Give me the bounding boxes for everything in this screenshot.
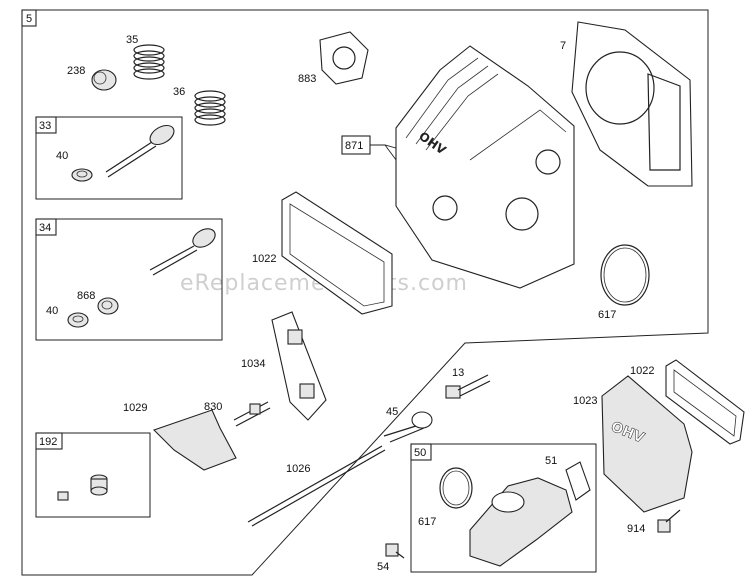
label-13: 13 (452, 367, 464, 379)
valve-spring-35[interactable] (133, 44, 165, 80)
valve-seal-40a[interactable] (71, 168, 93, 182)
svg-text:871: 871 (345, 140, 363, 152)
valve-seal-40b[interactable] (67, 312, 89, 328)
label-914: 914 (627, 523, 645, 535)
label-883: 883 (298, 73, 316, 85)
label-51: 51 (545, 455, 557, 467)
rocker-cover-gasket-1022b[interactable] (665, 359, 745, 445)
svg-text:192: 192 (39, 436, 57, 448)
label-1034: 1034 (241, 358, 265, 370)
label-40a: 40 (56, 150, 68, 162)
cylinder-head[interactable]: OHV (395, 45, 575, 289)
label-1022a: 1022 (252, 253, 276, 265)
breather-cover-1034[interactable] (271, 311, 327, 421)
breather-pin[interactable] (57, 491, 69, 501)
callout-box-34[interactable]: 34 (35, 218, 223, 341)
screw-54[interactable] (385, 543, 405, 559)
exhaust-valve[interactable] (105, 122, 177, 178)
intake-gasket-51[interactable] (565, 461, 591, 501)
screw-914[interactable] (657, 509, 681, 533)
label-7: 7 (560, 40, 566, 52)
callout-box-192[interactable]: 192 (35, 432, 151, 518)
svg-text:50: 50 (414, 447, 426, 459)
label-45: 45 (386, 406, 398, 418)
label-36: 36 (173, 86, 185, 98)
intake-manifold[interactable] (469, 477, 573, 567)
rocker-cover-1023[interactable]: OHV (601, 375, 693, 513)
valve-spring-36[interactable] (194, 90, 226, 126)
assembly-number: 5 (26, 13, 32, 25)
label-1022b: 1022 (630, 365, 654, 377)
o-ring-617a[interactable] (600, 244, 650, 306)
callout-box-50[interactable]: 50 (410, 443, 597, 573)
assembly-number-box (21, 9, 37, 27)
svg-text:34: 34 (39, 222, 51, 234)
screw-13[interactable] (445, 374, 491, 399)
label-1023: 1023 (573, 395, 597, 407)
intake-o-ring-617b[interactable] (439, 467, 473, 509)
push-rod-1026[interactable] (247, 445, 386, 527)
label-238: 238 (67, 65, 85, 77)
head-gasket-7[interactable] (571, 21, 693, 187)
valve-guide-868[interactable] (97, 297, 119, 315)
tube-45[interactable] (383, 411, 433, 443)
label-617a: 617 (598, 309, 616, 321)
label-54: 54 (377, 561, 389, 573)
label-1026: 1026 (286, 463, 310, 475)
rocker-cover-gasket-1022a[interactable] (281, 191, 393, 315)
label-868: 868 (77, 290, 95, 302)
label-35: 35 (126, 34, 138, 46)
intake-valve[interactable] (149, 225, 218, 276)
rocker-arm-1029[interactable] (152, 409, 237, 471)
label-830: 830 (204, 401, 222, 413)
exhaust-gasket-883[interactable] (319, 31, 369, 85)
label-40b: 40 (46, 305, 58, 317)
assembly-frame (21, 9, 709, 576)
svg-text:33: 33 (39, 120, 51, 132)
label-617b: 617 (418, 516, 436, 528)
callout-box-33[interactable]: 33 (35, 116, 183, 200)
callout-box-871[interactable]: 871 (341, 135, 411, 173)
stud-830[interactable] (233, 401, 271, 427)
label-1029: 1029 (123, 402, 147, 414)
breather-valve[interactable] (90, 474, 108, 496)
valve-cap-238[interactable] (91, 69, 117, 91)
